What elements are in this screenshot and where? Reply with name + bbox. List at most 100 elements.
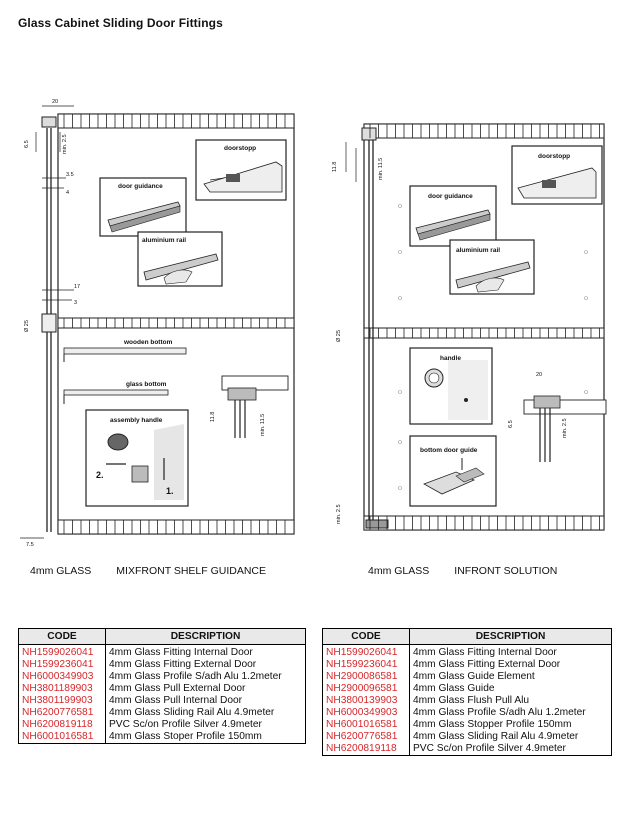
part-description: 4mm Glass Stopper Profile 150mm <box>409 719 612 731</box>
dim-min-2-5-bottom: min. 2.5 <box>336 504 342 524</box>
part-description: 4mm Glass Stoper Profile 150mm <box>105 731 306 744</box>
dim-3: 3 <box>74 300 77 306</box>
header-code: CODE <box>322 628 410 645</box>
part-code: NH1599236041 <box>18 659 106 671</box>
part-description: 4mm Glass Flush Pull Alu <box>409 695 612 707</box>
dim-min-11-5-right: min. 11.5 <box>378 158 384 180</box>
part-description: 4mm Glass Fitting Internal Door <box>409 644 612 659</box>
part-description: 4mm Glass Profile S/adh Alu 1.2meter <box>105 671 306 683</box>
mixfront-drawing-svg: doorstopp door guidance aluminium rail w… <box>20 99 295 548</box>
label-bottom-door-guide: bottom door guide <box>420 447 478 454</box>
bottom-profile-section <box>221 375 289 438</box>
part-description: PVC Sc/on Profile Silver 4.9meter <box>105 719 306 731</box>
aluminium-rail-inset <box>137 231 223 287</box>
part-code: NH6000349903 <box>322 707 410 719</box>
part-description: 4mm Glass Pull External Door <box>105 683 306 695</box>
part-code: NH2900096581 <box>322 683 410 695</box>
bottom-door-guide-inset <box>409 435 497 507</box>
label-aluminium-rail-right: aluminium rail <box>456 247 500 254</box>
dim-3-5: 3.5 <box>66 172 74 178</box>
part-code: NH3801189903 <box>18 683 106 695</box>
dim-dia-25-right: Ø 25 <box>336 330 342 342</box>
caption-right-glass: 4mm GLASS <box>368 565 430 577</box>
infront-drawing: doorstopp door guidance aluminium rail h… <box>316 92 612 554</box>
dim-4: 4 <box>66 190 69 196</box>
part-description: PVC Sc/on Profile Silver 4.9meter <box>409 743 612 756</box>
part-code: NH3801199903 <box>18 695 106 707</box>
part-description: 4mm Glass Guide Element <box>409 671 612 683</box>
part-description: 4mm Glass Sliding Rail Alu 4.9meter <box>105 707 306 719</box>
part-code: NH6000349903 <box>18 671 106 683</box>
part-description: 4mm Glass Fitting Internal Door <box>105 644 306 659</box>
label-step-2: 2. <box>96 470 104 480</box>
handle-inset <box>409 347 493 425</box>
part-code: NH6001016581 <box>322 719 410 731</box>
door-guidance-inset-right <box>409 185 497 247</box>
label-door-guidance: door guidance <box>118 183 163 190</box>
header-description: DESCRIPTION <box>409 628 612 645</box>
dim-20-right: 20 <box>536 372 542 378</box>
part-code: NH1599236041 <box>322 659 410 671</box>
part-code: NH6200776581 <box>322 731 410 743</box>
dim-6-5: 6.5 <box>24 140 30 148</box>
mixfront-drawing: doorstopp door guidance aluminium rail w… <box>14 92 310 554</box>
label-aluminium-rail: aluminium rail <box>142 237 186 244</box>
dim-min-2-5-right: min. 2.5 <box>562 418 568 438</box>
doorstopp-inset <box>195 139 287 201</box>
dim-6-5-right: 6.5 <box>508 420 514 428</box>
dim-20: 20 <box>52 99 58 105</box>
caption-infront: 4mm GLASS INFRONT SOLUTION <box>368 565 557 577</box>
part-code: NH1599026041 <box>18 644 106 659</box>
dim-min-11-5: min. 11.5 <box>260 414 266 436</box>
part-code: NH3800139903 <box>322 695 410 707</box>
page-title: Glass Cabinet Sliding Door Fittings <box>18 16 223 30</box>
assembly-handle-inset <box>85 409 189 507</box>
part-description: 4mm Glass Fitting External Door <box>105 659 306 671</box>
header-code: CODE <box>18 628 106 645</box>
label-handle: handle <box>440 355 461 362</box>
label-doorstopp: doorstopp <box>224 145 256 152</box>
part-description: 4mm Glass Guide <box>409 683 612 695</box>
table-header-row: CODE DESCRIPTION <box>18 628 306 645</box>
part-code: NH6200819118 <box>322 743 410 756</box>
header-description: DESCRIPTION <box>105 628 306 645</box>
label-step-1: 1. <box>166 486 174 496</box>
part-description: 4mm Glass Fitting External Door <box>409 659 612 671</box>
dim-11-8: 11.8 <box>210 412 216 422</box>
top-profile-section-right <box>523 395 607 462</box>
dim-dia-25: Ø 25 <box>24 320 30 332</box>
part-description: 4mm Glass Profile S/adh Alu 1.2meter <box>409 707 612 719</box>
caption-left-solution: MIXFRONT SHELF GUIDANCE <box>116 565 267 577</box>
label-glass-bottom: glass bottom <box>126 381 167 388</box>
label-wooden-bottom: wooden bottom <box>123 339 173 346</box>
caption-right-solution: INFRONT SOLUTION <box>454 565 558 577</box>
dim-min-2-5: min. 2.5 <box>62 134 68 154</box>
table-header-row: CODE DESCRIPTION <box>322 628 612 645</box>
door-guidance-inset <box>99 177 187 237</box>
aluminium-rail-inset-right <box>449 239 535 295</box>
glass-bottom-detail <box>63 389 169 404</box>
part-code: NH6001016581 <box>18 731 106 744</box>
part-description: 4mm Glass Pull Internal Door <box>105 695 306 707</box>
infront-drawing-svg: doorstopp door guidance aluminium rail h… <box>332 123 607 531</box>
doorstopp-inset-right <box>511 145 603 205</box>
part-code: NH6200776581 <box>18 707 106 719</box>
